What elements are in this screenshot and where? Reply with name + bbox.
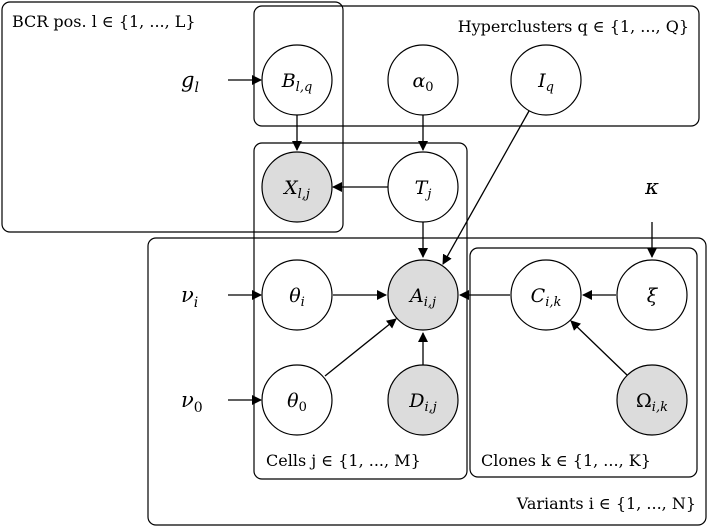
node-C (510, 259, 582, 331)
plate-label-variants: Variants i ∈ {1, ..., N} (516, 494, 696, 513)
node-xi (616, 259, 688, 331)
node-X (261, 151, 333, 223)
label-alpha: α0 (412, 70, 433, 95)
plate-label-clones: Clones k ∈ {1, ..., K} (481, 451, 651, 470)
node-B (261, 44, 333, 116)
label-nu0: ν0 (181, 388, 203, 416)
edge-I-A (442, 110, 530, 265)
label-Omega: Ωi,k (636, 390, 668, 415)
label-I: Iq (537, 70, 554, 95)
plate-label-hyperclusters: Hyperclusters q ∈ {1, ..., Q} (458, 17, 689, 36)
node-A (387, 259, 459, 331)
node-theta0 (261, 364, 333, 436)
plate-bcr (1, 1, 344, 233)
edge-theta0-A (324, 318, 397, 377)
node-Omega (616, 364, 688, 436)
label-C: Ci,k (531, 285, 562, 310)
node-D (387, 364, 459, 436)
plate-hyperclusters (253, 5, 700, 127)
plate-cells (253, 142, 468, 480)
plate-label-bcr: BCR pos. l ∈ {1, ..., L} (12, 12, 196, 31)
label-theta: θi (289, 285, 305, 310)
node-alpha (387, 44, 459, 116)
label-A: Ai,j (408, 285, 436, 310)
label-T: Tj (415, 177, 432, 202)
label-kappa: κ (644, 175, 659, 199)
label-g: gl (181, 68, 199, 96)
node-I (510, 44, 582, 116)
plate-label-cells: Cells j ∈ {1, ..., M} (266, 451, 421, 470)
node-T (387, 151, 459, 223)
label-nu: νi (181, 283, 198, 311)
plate-variants (147, 237, 707, 526)
label-B: Bl,q (281, 70, 313, 95)
label-X: Xl,j (282, 177, 310, 202)
node-theta (261, 259, 333, 331)
plate-clones (469, 247, 698, 478)
label-D: Di,j (408, 390, 437, 415)
edge-Omega-C (570, 320, 628, 376)
label-theta0: θ0 (287, 390, 307, 415)
label-xi: ξ (647, 285, 659, 307)
